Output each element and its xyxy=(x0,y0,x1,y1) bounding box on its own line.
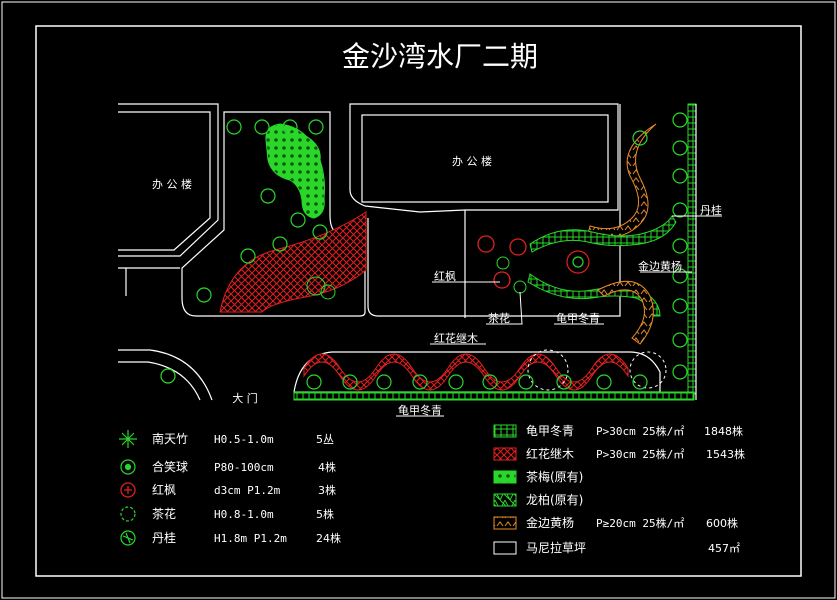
legend-spec: P80-100cm xyxy=(214,461,274,474)
legend-qty: 5株 xyxy=(316,507,334,521)
legend-spec: P>30cm 25株/㎡ xyxy=(596,447,684,461)
legend-spec: H0.8-1.0m xyxy=(214,508,274,521)
guijia-hedge-right xyxy=(687,103,697,395)
guijia-hatch-icon xyxy=(493,424,517,438)
hongfeng-icon xyxy=(120,482,136,498)
legend-qty: 1543株 xyxy=(706,447,745,461)
legend-qty: 24株 xyxy=(316,531,341,545)
legend-name: 茶花 xyxy=(152,506,176,521)
legend-name: 南天竹 xyxy=(152,431,188,446)
plant-legend: 南天竹 H0.5-1.0m 5丛 合笑球 P80-100cm 4株 红枫 d3c… xyxy=(152,431,341,545)
legend-name: 马尼拉草坪 xyxy=(526,540,586,555)
chamei-bed xyxy=(265,123,325,219)
label-jinbian: 金边黄杨 xyxy=(638,259,682,273)
chahua-shrubs xyxy=(306,256,527,300)
chamei-hatch-icon xyxy=(493,470,517,484)
center-circle-bed xyxy=(566,250,590,274)
legend-name: 红枫 xyxy=(152,482,176,497)
legend-name: 红花继木 xyxy=(526,446,574,461)
inner-frame xyxy=(35,25,802,577)
legend-name: 丹桂 xyxy=(152,530,176,545)
longbai-hatch-icon xyxy=(493,493,517,507)
legend-qty: 5丛 xyxy=(316,433,334,446)
hexiaoqiu-icon xyxy=(120,459,136,475)
legend-qty: 457㎡ xyxy=(708,542,740,555)
legend-spec: d3cm P1.2m xyxy=(214,484,281,497)
guijia-hedge-bottom xyxy=(293,391,695,401)
label-chahua: 茶花 xyxy=(488,312,510,325)
hongfeng-trees xyxy=(477,235,527,289)
legend-qty: 3株 xyxy=(318,483,336,497)
gate-label: 大 门 xyxy=(232,391,258,405)
legend-qty: 600株 xyxy=(706,516,738,530)
office-center-outline xyxy=(361,114,609,203)
hongjimu-bed-left xyxy=(219,211,367,313)
legend-name: 龟甲冬青 xyxy=(526,423,574,438)
dangui-trees xyxy=(160,112,688,390)
office-left-label: 办 公 楼 xyxy=(152,177,192,191)
legend-name: 金边黄杨 xyxy=(526,515,574,530)
legend-name: 合笑球 xyxy=(152,459,188,474)
dangui-icon xyxy=(120,530,136,546)
legend-name: 龙柏(原有) xyxy=(526,492,583,507)
guijia-swirl-top xyxy=(529,215,677,253)
planting-bed-bottom xyxy=(293,351,661,393)
label-guijia-bottom: 龟甲冬青 xyxy=(398,403,442,417)
office-left-outline xyxy=(118,103,219,257)
jinbian-swirl-top xyxy=(587,123,657,238)
office-center-outer xyxy=(349,103,619,213)
office-center-label: 办 公 楼 xyxy=(452,154,492,168)
drawing-title: 金沙湾水厂二期 xyxy=(342,40,538,73)
jinbian-hatch-icon xyxy=(493,516,517,530)
hongjimu-wave-bottom xyxy=(303,353,629,391)
label-dangui: 丹桂 xyxy=(700,203,722,217)
label-hongfeng: 红枫 xyxy=(434,269,456,283)
jinbian-swirl-bottom xyxy=(597,280,654,345)
grass-hatch-icon xyxy=(493,541,517,555)
legend-spec: P≥20cm 25株/㎡ xyxy=(596,516,684,530)
legend-spec: P>30cm 25株/㎡ xyxy=(596,424,684,438)
legend-qty: 1848株 xyxy=(704,424,743,438)
legend-spec: H1.8m P1.2m xyxy=(214,532,287,545)
label-guijia-mid: 龟甲冬青 xyxy=(556,311,600,325)
hongjimu-hatch-icon xyxy=(493,447,517,461)
area-legend: 龟甲冬青 P>30cm 25株/㎡ 1848株 红花继木 P>30cm 25株/… xyxy=(526,423,745,555)
legend-qty: 4株 xyxy=(318,460,336,474)
label-hongjimu: 红花继木 xyxy=(434,332,478,345)
chahua-icon xyxy=(120,506,136,522)
legend-spec: H0.5-1.0m xyxy=(214,433,274,446)
legend-name: 茶梅(原有) xyxy=(526,469,583,484)
nantianzhu-icon xyxy=(119,430,137,448)
gate-arc-outer xyxy=(118,349,213,401)
